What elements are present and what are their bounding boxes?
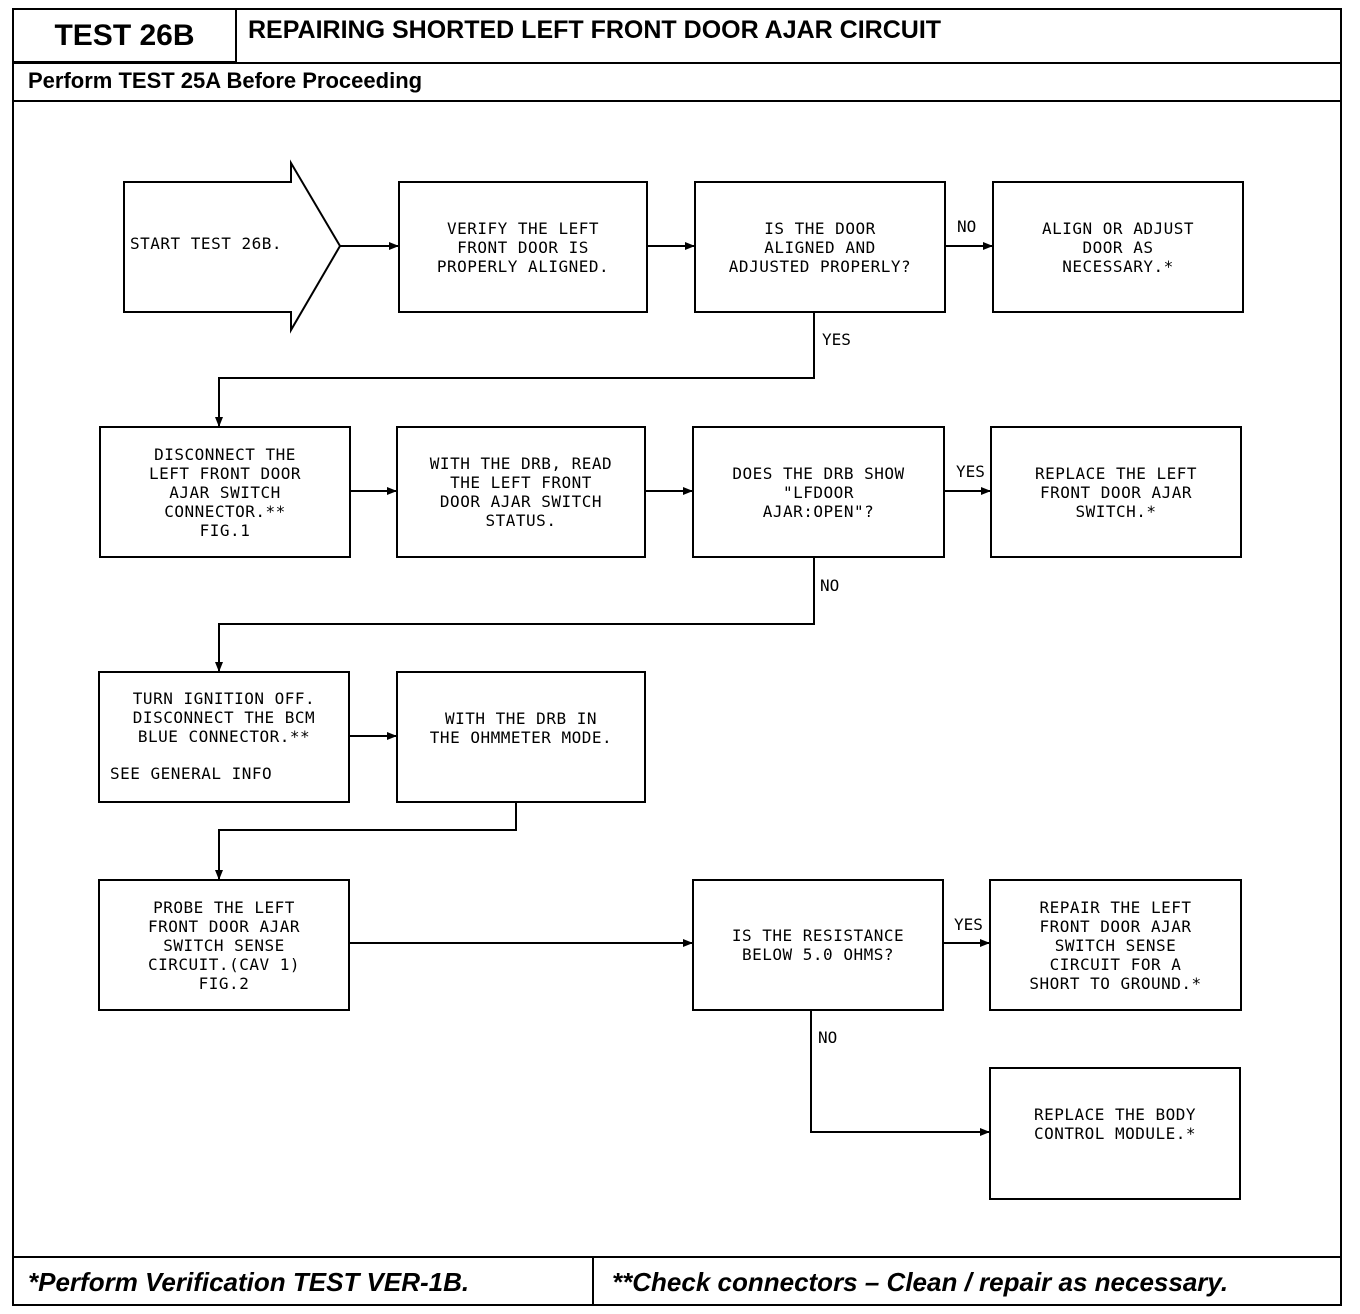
drb-read-text: WITH THE DRB, READ THE LEFT FRONT DOOR A… [429,454,613,530]
footer-divider [12,1256,1342,1258]
resistance-question-text: IS THE RESISTANCE BELOW 5.0 OHMS? [731,926,905,964]
replace-bcm-text: REPLACE THE BODY CONTROL MODULE.* [1033,1105,1197,1143]
verify-alignment-text: VERIFY THE LEFT FRONT DOOR IS PROPERLY A… [436,218,610,276]
verify-alignment-box: VERIFY THE LEFT FRONT DOOR IS PROPERLY A… [398,181,648,313]
header-divider-bottom [12,100,1342,102]
start-label: START TEST 26B. [130,234,282,253]
align-adjust-box: ALIGN OR ADJUST DOOR AS NECESSARY.* [992,181,1244,313]
label-yes-1: YES [822,330,851,349]
label-yes-2: YES [956,462,985,481]
see-general-info: SEE GENERAL INFO [110,764,273,783]
replace-switch-text: REPLACE THE LEFT FRONT DOOR AJAR SWITCH.… [1034,463,1198,521]
resistance-question-box: IS THE RESISTANCE BELOW 5.0 OHMS? [692,879,944,1011]
ignition-off-text: TURN IGNITION OFF. DISCONNECT THE BCM BL… [132,689,316,746]
probe-box: PROBE THE LEFT FRONT DOOR AJAR SWITCH SE… [98,879,350,1011]
label-no-2: NO [820,576,840,595]
header-divider [12,62,1342,64]
connector-ohmmeter-probe [215,802,517,880]
page-title: REPAIRING SHORTED LEFT FRONT DOOR AJAR C… [248,16,942,44]
label-yes-3: YES [954,915,983,934]
connector-no-ignition [215,557,815,672]
replace-bcm-box: REPLACE THE BODY CONTROL MODULE.* [989,1067,1241,1200]
connector-yes-disconnect [215,312,815,427]
prerequisite-note: Perform TEST 25A Before Proceeding [28,68,423,93]
connector-no-bcm [810,1009,990,1136]
door-aligned-question-box: IS THE DOOR ALIGNED AND ADJUSTED PROPERL… [694,181,946,313]
footer-column-divider [592,1256,594,1306]
start-arrow-shape [123,159,342,334]
label-no-3: NO [818,1028,838,1047]
drb-read-box: WITH THE DRB, READ THE LEFT FRONT DOOR A… [396,426,646,558]
probe-text: PROBE THE LEFT FRONT DOOR AJAR SWITCH SE… [148,897,300,993]
ohmmeter-box: WITH THE DRB IN THE OHMMETER MODE. [396,671,646,803]
drb-show-question-text: DOES THE DRB SHOW "LFDOOR AJAR:OPEN"? [732,463,905,521]
align-adjust-text: ALIGN OR ADJUST DOOR AS NECESSARY.* [1042,218,1194,276]
drb-show-question-box: DOES THE DRB SHOW "LFDOOR AJAR:OPEN"? [692,426,945,558]
disconnect-switch-box: DISCONNECT THE LEFT FRONT DOOR AJAR SWIT… [99,426,351,558]
repair-short-box: REPAIR THE LEFT FRONT DOOR AJAR SWITCH S… [989,879,1242,1011]
page-frame [12,8,1342,1306]
door-aligned-question-text: IS THE DOOR ALIGNED AND ADJUSTED PROPERL… [728,218,912,276]
replace-switch-box: REPLACE THE LEFT FRONT DOOR AJAR SWITCH.… [990,426,1242,558]
disconnect-switch-text: DISCONNECT THE LEFT FRONT DOOR AJAR SWIT… [149,444,301,540]
ignition-off-box: TURN IGNITION OFF. DISCONNECT THE BCM BL… [98,671,350,803]
label-no-1: NO [957,217,977,236]
footer-verification-note: *Perform Verification TEST VER-1B. [28,1266,470,1297]
ohmmeter-text: WITH THE DRB IN THE OHMMETER MODE. [429,709,613,747]
footer-connector-note: **Check connectors – Clean / repair as n… [612,1266,1229,1297]
repair-short-text: REPAIR THE LEFT FRONT DOOR AJAR SWITCH S… [1029,897,1202,993]
